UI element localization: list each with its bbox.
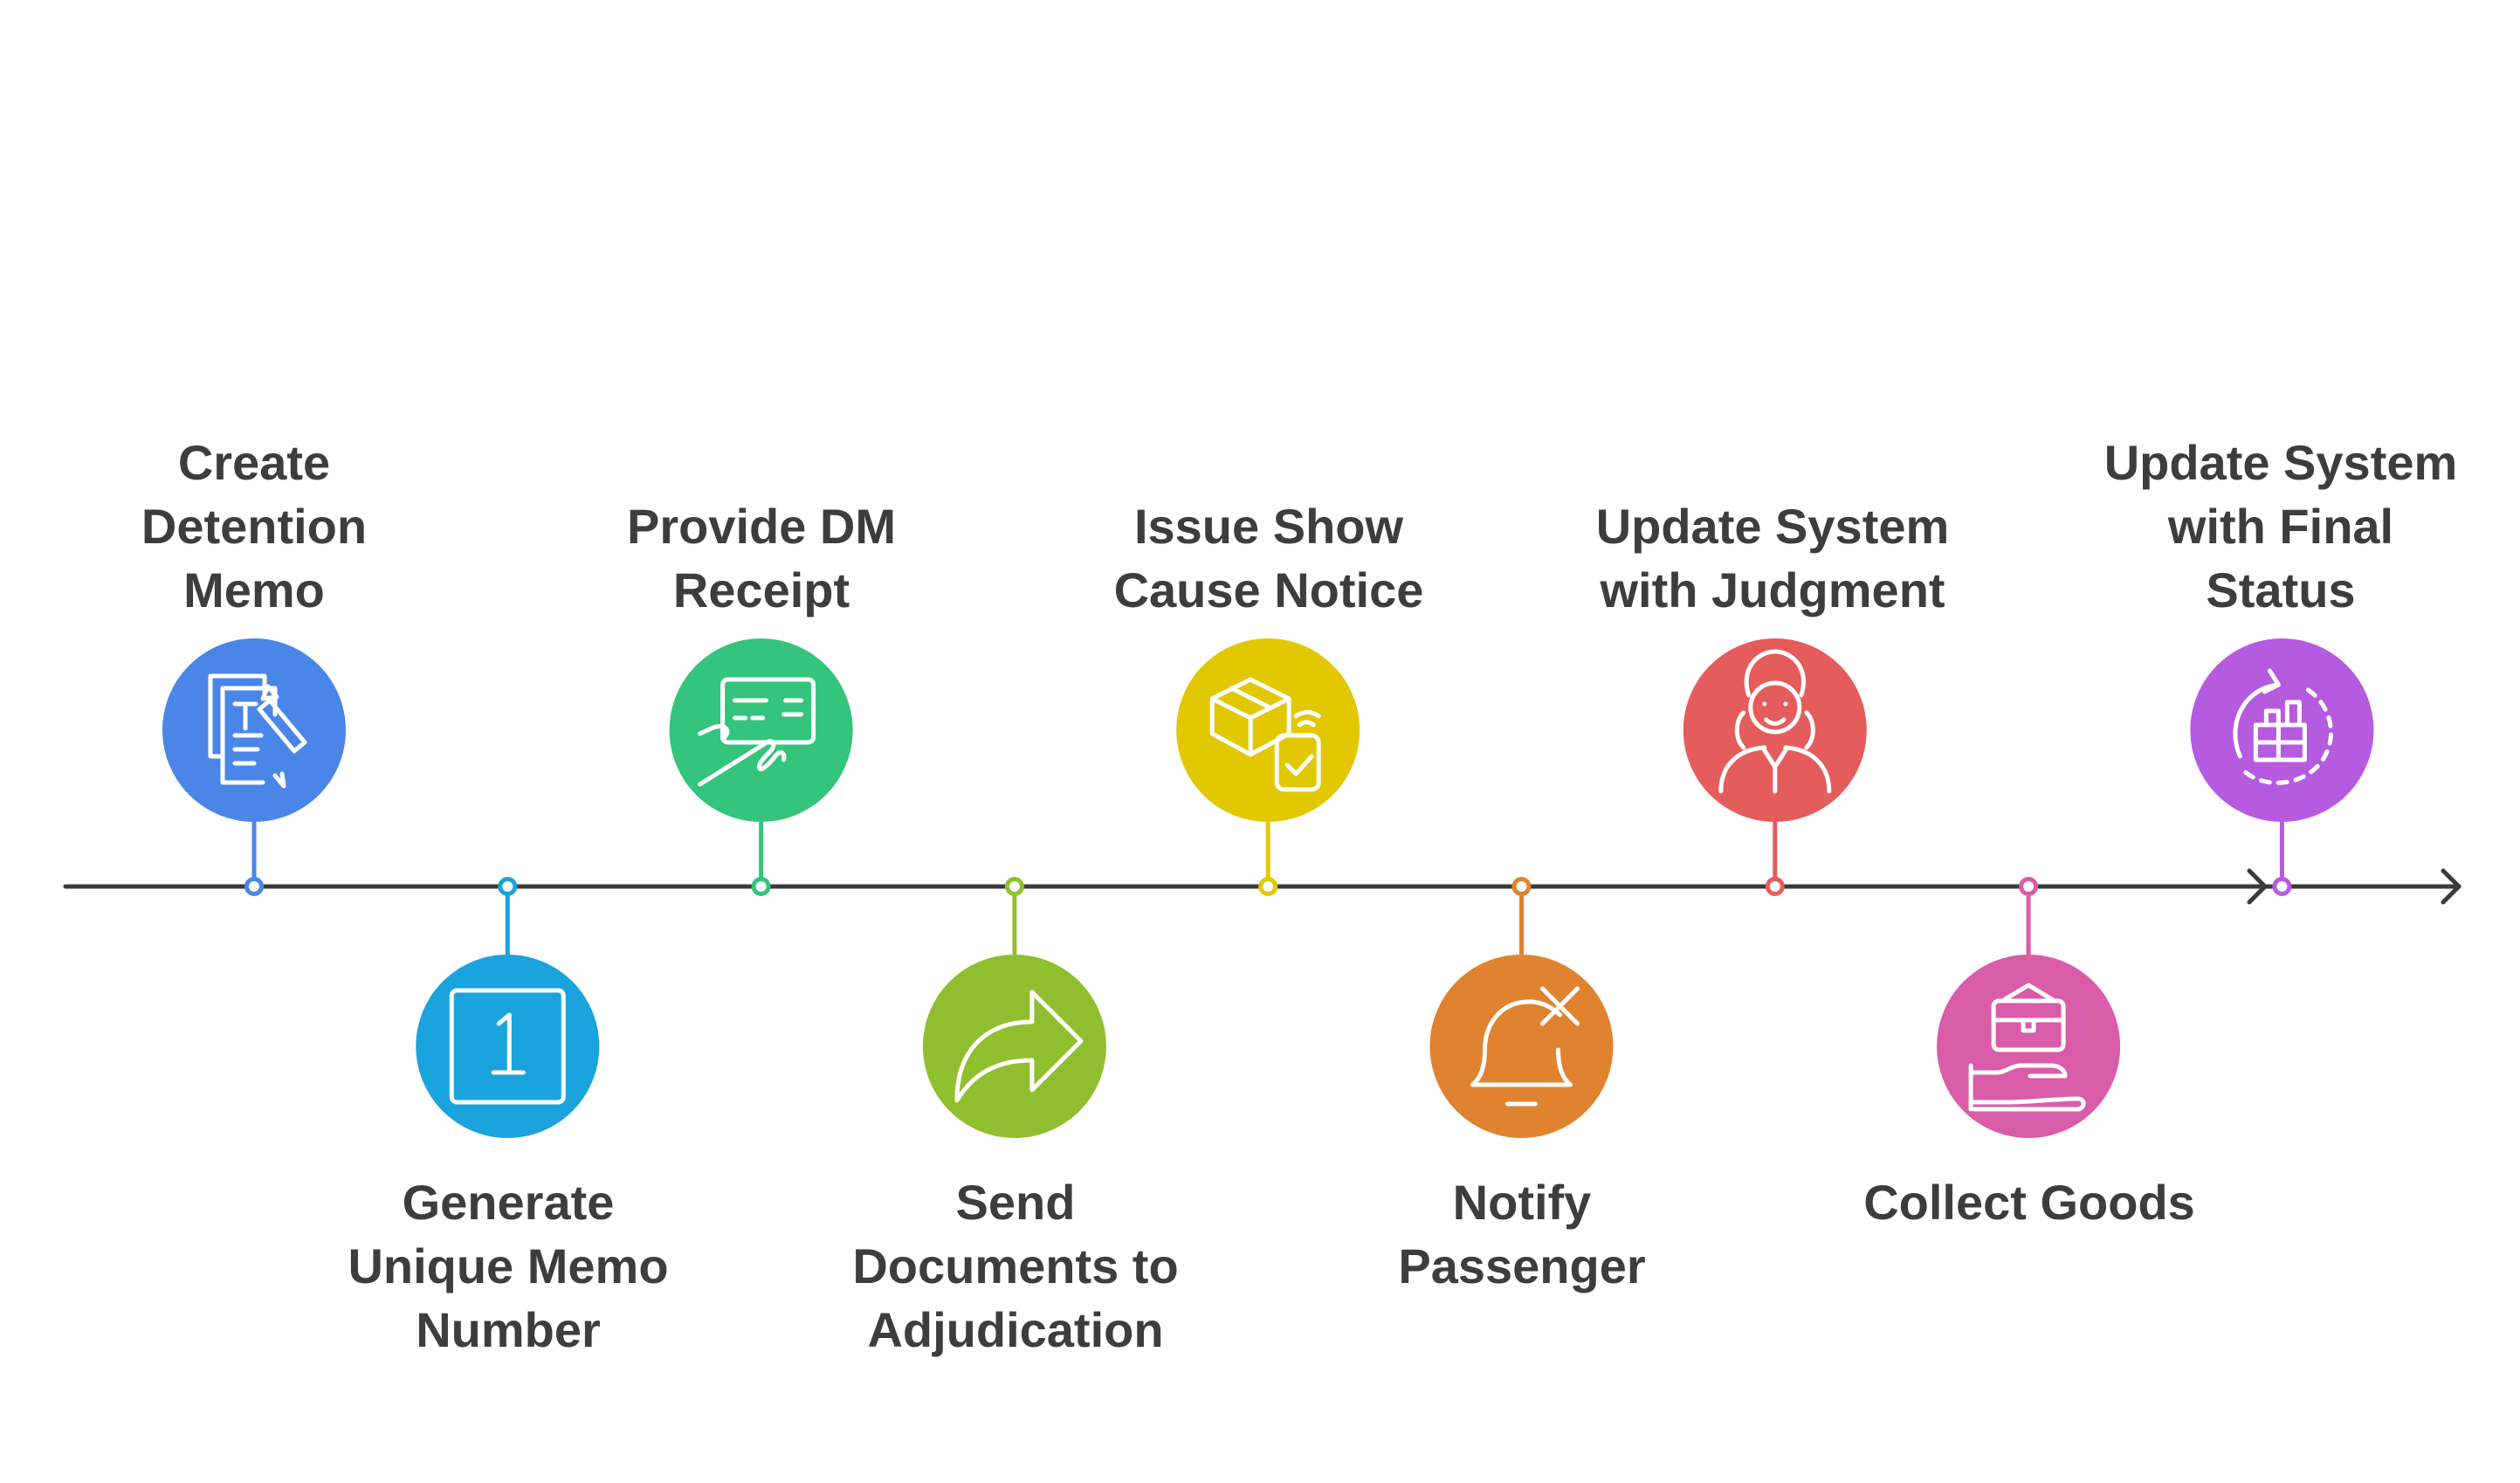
axis-arrowhead-end [2441, 868, 2461, 905]
step-label-collect-goods: Collect Goods [1863, 1175, 2195, 1230]
judge-icon [1718, 649, 1832, 794]
timeline-marker [244, 877, 264, 896]
step-icon-circle [1937, 955, 2121, 1138]
timeline-marker [498, 877, 518, 896]
timeline-step-update-system-with-final-status [2190, 638, 2374, 896]
document-pencil-icon [208, 673, 307, 789]
signed-receipt-icon [698, 677, 816, 787]
timeline-step-notify-passenger [1429, 877, 1614, 1138]
step-icon-circle [2190, 638, 2374, 822]
timeline-marker [2019, 877, 2039, 896]
timeline-step-issue-show-cause-notice [1176, 638, 1360, 896]
axis-arrowhead-mid [2247, 868, 2268, 905]
timeline-step-send-documents-to-adjudication [922, 877, 1106, 1138]
step-icon-circle [1429, 955, 1614, 1138]
refresh-chart-icon [2233, 668, 2333, 785]
timeline-step-create-detention-memo [162, 638, 346, 896]
step-icon-circle [922, 955, 1106, 1138]
step-label-update-system-with-judgment: Update System with Judgment [1595, 499, 1950, 617]
package-device-icon [1209, 677, 1321, 792]
step-icon-circle [669, 638, 853, 822]
step-label-create-detention-memo: Create Detention Memo [141, 435, 368, 617]
timeline-marker [1765, 877, 1785, 896]
step-label-issue-show-cause-notice: Issue Show Cause Notice [1113, 499, 1424, 617]
step-label-provide-dm-receipt: Provide DM Receipt [626, 499, 897, 617]
number-one-icon [449, 988, 566, 1105]
timeline-marker [1004, 877, 1024, 896]
timeline-step-collect-goods [1937, 877, 2121, 1138]
timeline-marker [2272, 877, 2292, 896]
step-label-update-system-with-final-status: Update System with Final Status [2103, 435, 2458, 617]
step-icon-circle [162, 638, 346, 822]
step-label-send-documents-to-adjudication: Send Documents to Adjudication [852, 1175, 1179, 1357]
timeline-step-provide-dm-receipt [669, 638, 853, 896]
timeline-step-update-system-with-judgment [1683, 638, 1867, 896]
bell-cancel-icon [1470, 986, 1580, 1107]
timeline-step-generate-unique-memo-number [416, 877, 600, 1138]
timeline-marker [1258, 877, 1278, 896]
forward-arrow-icon [954, 990, 1084, 1103]
timeline-marker [1511, 877, 1532, 896]
step-icon-circle [1176, 638, 1360, 822]
timeline-marker [751, 877, 771, 896]
step-label-notify-passenger: Notify Passenger [1398, 1175, 1646, 1293]
hand-briefcase-icon [1968, 983, 2086, 1112]
step-label-generate-unique-memo-number: Generate Unique Memo Number [348, 1175, 669, 1357]
